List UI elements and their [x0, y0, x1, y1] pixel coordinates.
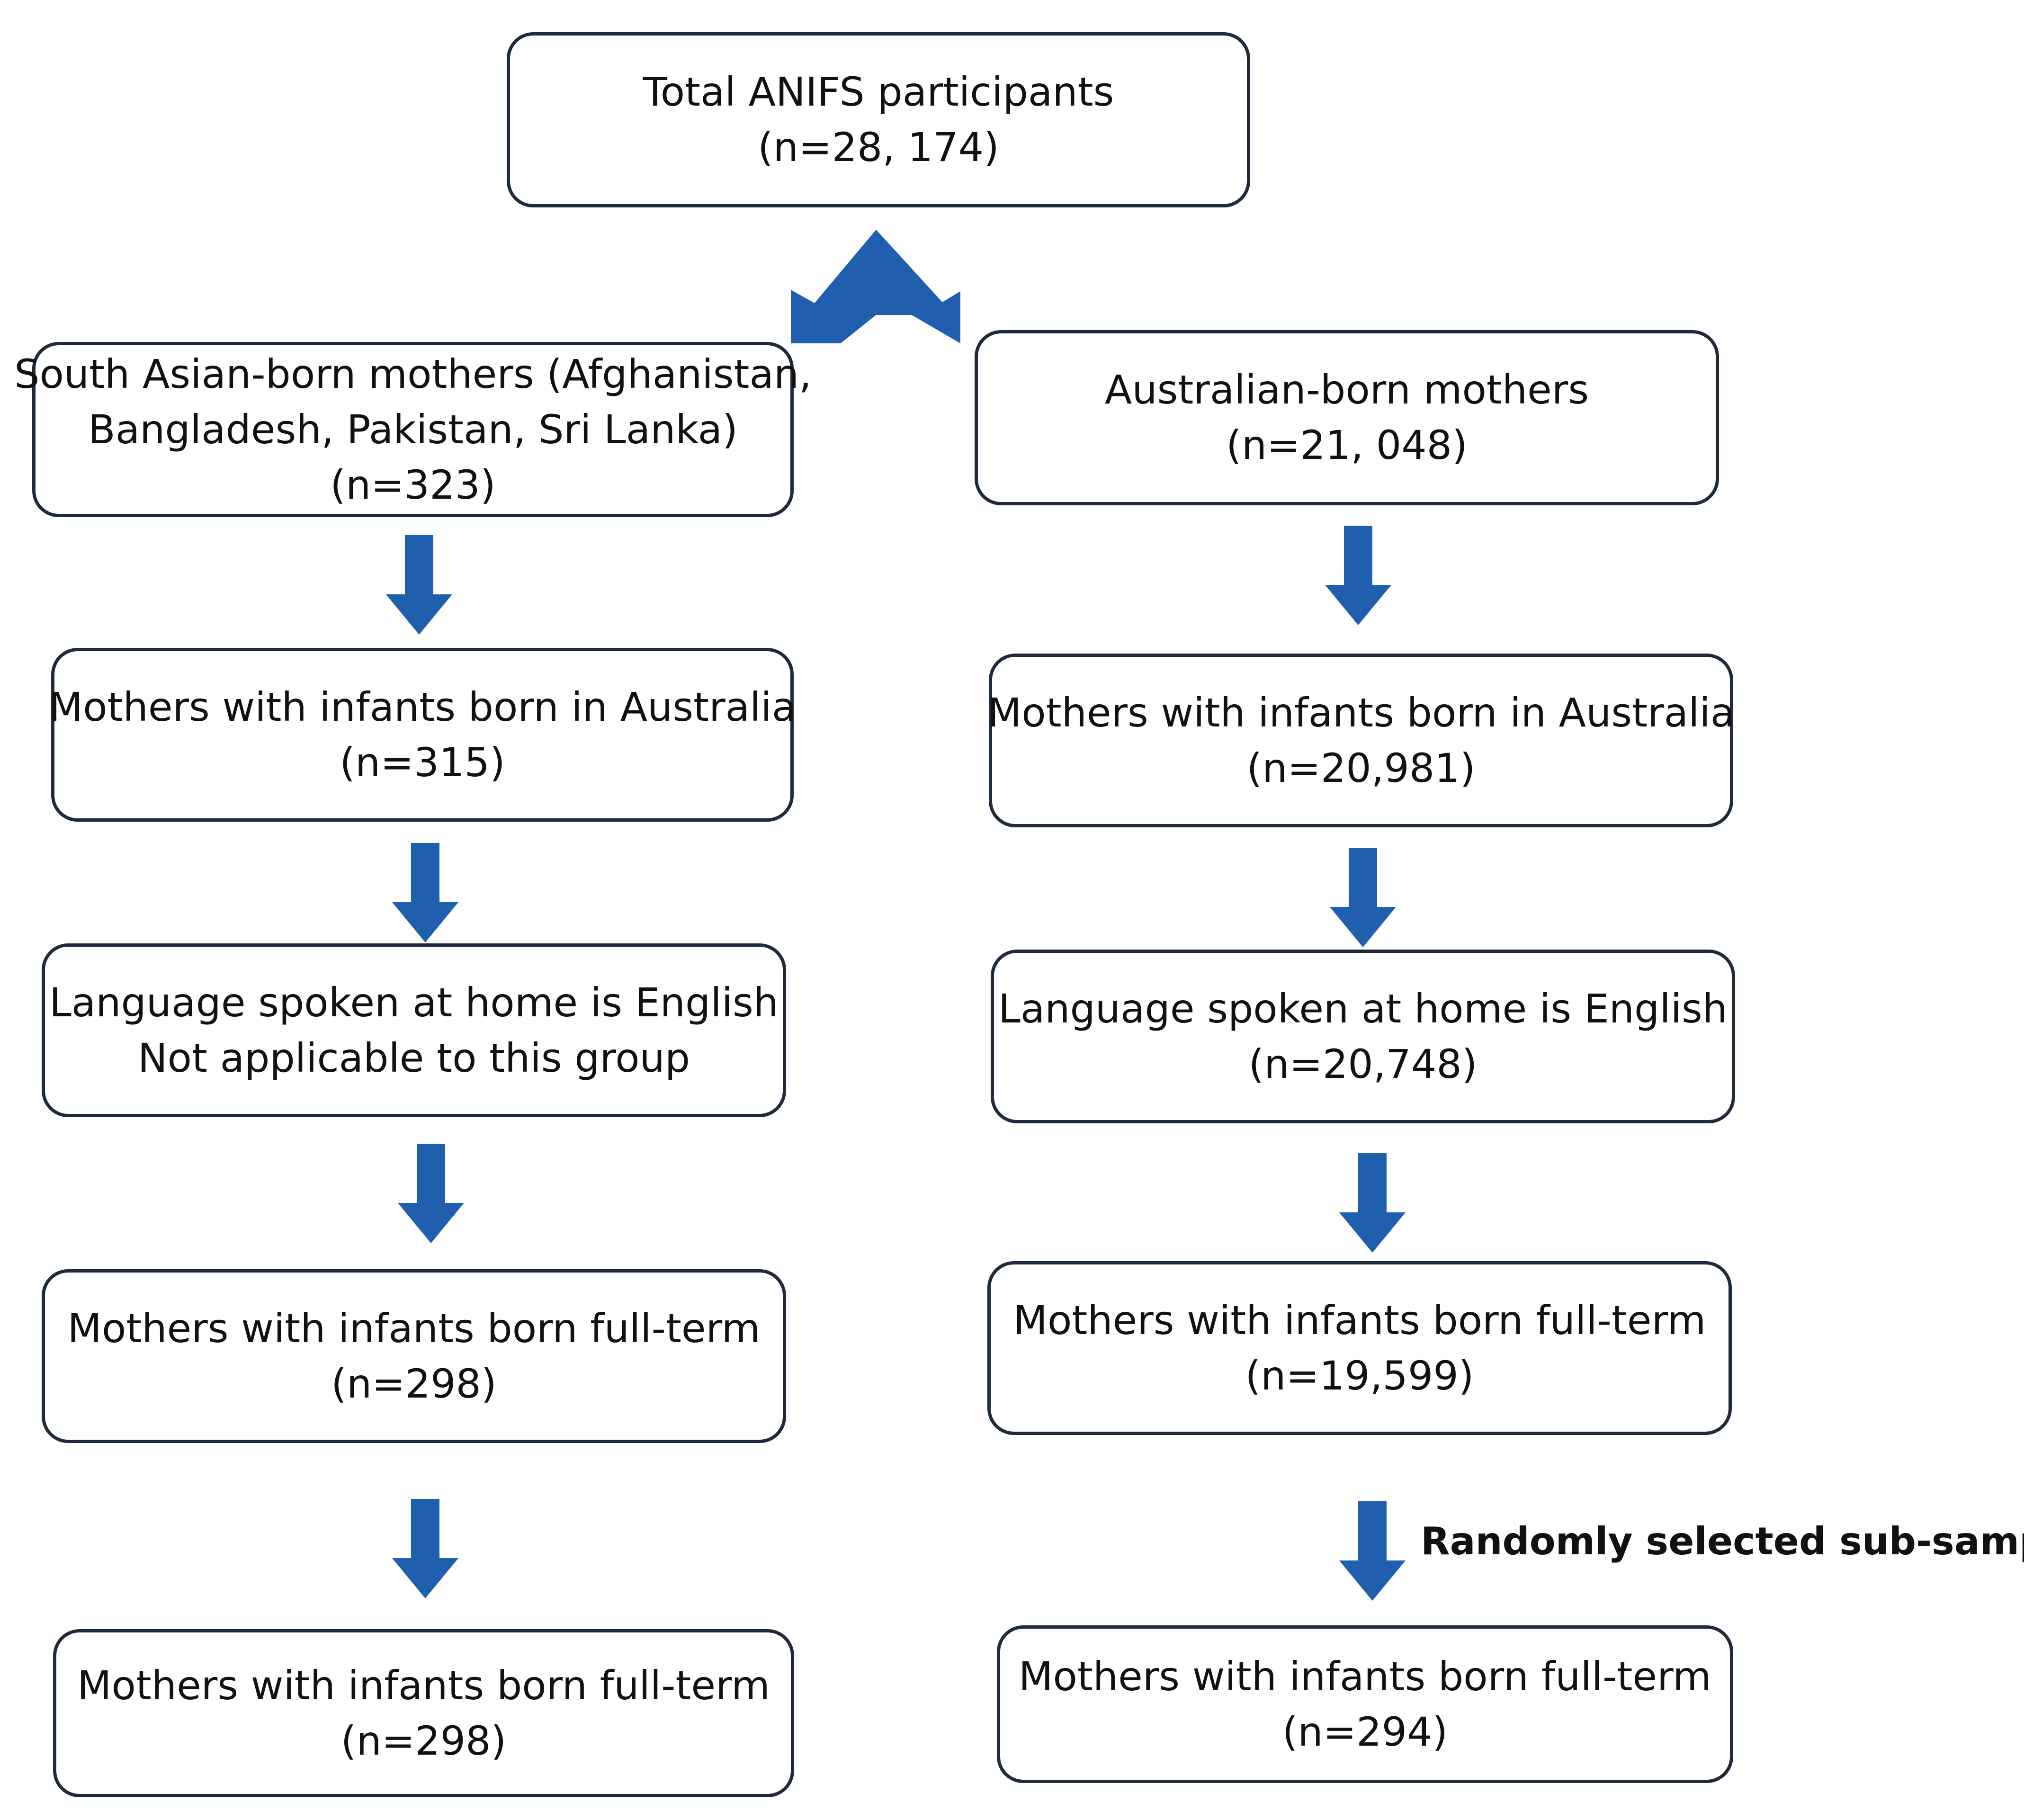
- right-box-full-term: Mothers with infants born full-term (n=1…: [987, 1261, 1732, 1435]
- right-box-born-in-australia: Mothers with infants born in Australia (…: [987, 654, 1735, 827]
- down-arrow-icon: [398, 1144, 464, 1243]
- down-arrow-icon: [1339, 1501, 1406, 1601]
- left-box-1-line-2: Bangladesh, Pakistan, Sri Lanka): [88, 406, 738, 453]
- left-box-4-line-1: Mothers with infants born full-term: [67, 1305, 761, 1352]
- right-box-australian-born: Australian-born mothers (n=21, 048): [975, 330, 1719, 505]
- right-box-3-line-2: (n=20,748): [1248, 1040, 1478, 1087]
- down-arrow-icon: [1339, 1153, 1406, 1253]
- left-box-5-line-2: (n=298): [340, 1717, 507, 1764]
- left-box-south-asian-born: South Asian-born mothers (Afghanistan, B…: [14, 342, 812, 517]
- right-box-4-line-2: (n=19,599): [1245, 1352, 1474, 1399]
- left-box-language: Language spoken at home is English Not a…: [42, 943, 786, 1117]
- left-box-1-line-1: South Asian-born mothers (Afghanistan,: [14, 350, 812, 397]
- right-box-5-line-2: (n=294): [1282, 1708, 1448, 1755]
- top-box-line-2: (n=28, 174): [758, 124, 999, 170]
- left-box-3-line-1: Language spoken at home is English: [49, 979, 779, 1026]
- right-box-final: Mothers with infants born full-term (n=2…: [997, 1625, 1733, 1783]
- right-box-2-line-2: (n=20,981): [1246, 744, 1476, 791]
- right-box-language: Language spoken at home is English (n=20…: [991, 950, 1735, 1123]
- down-arrow-icon: [1325, 526, 1391, 625]
- down-arrow-icon: [1330, 848, 1396, 947]
- down-arrow-icon: [386, 535, 452, 635]
- left-box-5-line-1: Mothers with infants born full-term: [77, 1662, 770, 1709]
- right-box-3-line-1: Language spoken at home is English: [998, 985, 1728, 1032]
- left-box-2-line-2: (n=315): [340, 739, 505, 786]
- left-box-4-line-2: (n=298): [331, 1360, 497, 1407]
- left-box-3-line-2: Not applicable to this group: [137, 1034, 690, 1081]
- right-box-1-line-2: (n=21, 048): [1226, 422, 1468, 468]
- top-box-line-1: Total ANIFS participants: [643, 69, 1114, 115]
- down-arrow-icon: [392, 843, 458, 942]
- right-box-1-line-1: Australian-born mothers: [1104, 367, 1589, 413]
- right-box-2-line-1: Mothers with infants born in Australia: [987, 689, 1735, 736]
- left-box-final: Mothers with infants born full-term (n=2…: [53, 1629, 794, 1797]
- down-arrow-icon: [392, 1499, 458, 1598]
- split-arrow-icon: [791, 230, 960, 343]
- top-box: Total ANIFS participants (n=28, 174): [507, 32, 1250, 207]
- right-box-4-line-1: Mothers with infants born full-term: [1013, 1297, 1706, 1344]
- left-box-1-line-3: (n=323): [330, 461, 496, 508]
- subsample-label: Randomly selected sub-sample: [1421, 1519, 2024, 1563]
- right-box-5-line-1: Mothers with infants born full-term: [1019, 1653, 1711, 1700]
- left-box-full-term: Mothers with infants born full-term (n=2…: [42, 1269, 786, 1443]
- left-box-born-in-australia: Mothers with infants born in Australia (…: [48, 648, 797, 822]
- left-box-2-line-1: Mothers with infants born in Australia: [48, 683, 797, 730]
